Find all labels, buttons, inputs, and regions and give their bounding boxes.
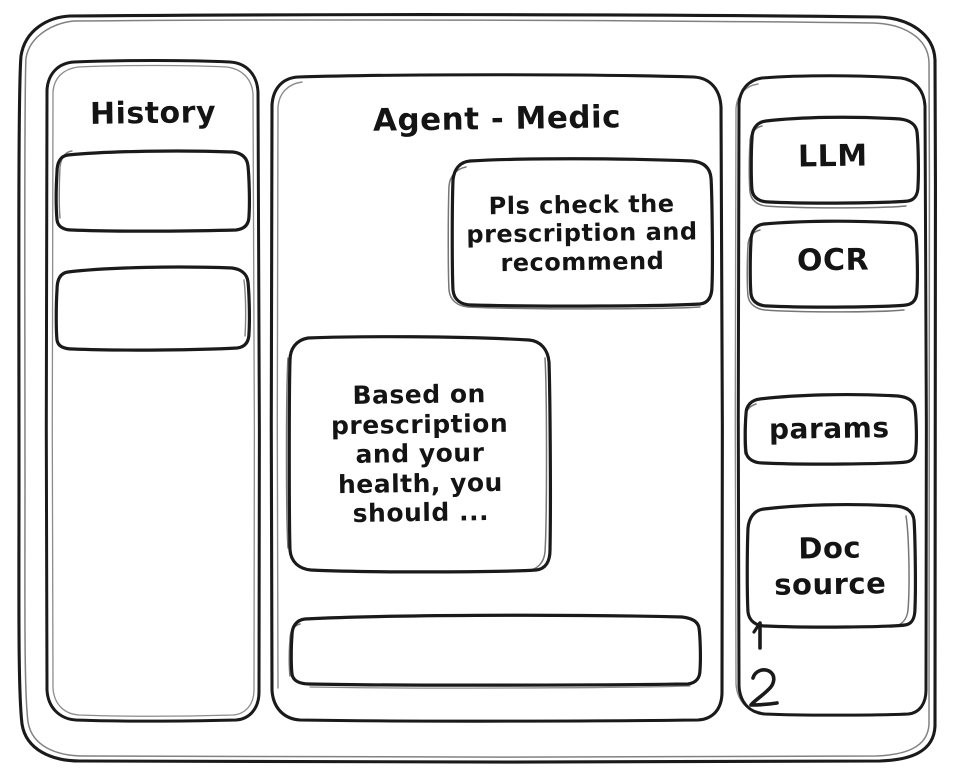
tool-button-llm[interactable]: LLM: [750, 118, 916, 196]
tool-label-params: params: [768, 411, 890, 447]
page-title: Agent - Medic: [372, 98, 622, 139]
doc-source-item-2[interactable]: 2: [752, 668, 793, 707]
tool-button-ocr[interactable]: OCR: [750, 222, 916, 300]
history-list-item[interactable]: [56, 266, 250, 348]
message-input[interactable]: [290, 616, 702, 685]
doc-source-item-1[interactable]: 1: [752, 620, 792, 655]
tool-button-doc-source[interactable]: Doc source: [746, 506, 914, 626]
assistant-message-text: Based on prescription and your health, y…: [330, 379, 509, 529]
user-message-bubble: Pls check the prescription and recommend: [452, 158, 712, 308]
tool-label-ocr: OCR: [796, 242, 870, 279]
tool-label-doc-source: Doc source: [774, 530, 887, 602]
tool-label-llm: LLM: [797, 138, 869, 175]
tool-button-params[interactable]: params: [744, 396, 914, 462]
assistant-message-bubble: Based on prescription and your health, y…: [288, 335, 552, 573]
history-panel-title: History: [89, 95, 217, 133]
user-message-text: Pls check the prescription and recommend: [466, 189, 698, 277]
history-list-item[interactable]: [56, 150, 250, 230]
